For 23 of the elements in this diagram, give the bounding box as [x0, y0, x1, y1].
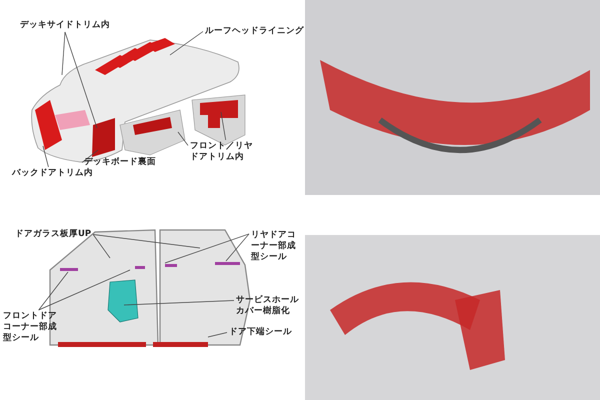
leader-line — [92, 234, 110, 258]
leader-line — [164, 234, 250, 264]
leader-line — [226, 234, 250, 262]
callout-label: ルーフヘッドライニング — [205, 26, 304, 37]
callout-label: ドアガラス板厚UP — [15, 229, 92, 240]
callout-label: フロントドアコーナー部成型シール — [3, 311, 62, 344]
leader-line — [208, 332, 228, 338]
callout-label: リヤドアコーナー部成型シール — [251, 230, 302, 263]
callout-label: デッキボード裏面 — [84, 157, 156, 168]
leader-line — [38, 272, 68, 310]
callout-label: バックドアトリム内 — [12, 168, 93, 179]
leader-line — [170, 31, 204, 56]
callout-label: サービスホールカバー樹脂化 — [236, 295, 308, 317]
leader-line — [82, 150, 98, 163]
callout-label: ドア下端シール — [229, 327, 292, 338]
leader-line — [62, 32, 66, 76]
callout-label: デッキサイドトリム内 — [20, 20, 110, 31]
leader-line — [64, 32, 98, 128]
leader-line — [42, 146, 49, 168]
leader-line — [178, 132, 188, 146]
callout-label: フロント／リヤドアトリム内 — [190, 141, 262, 163]
leader-line — [38, 270, 130, 310]
leader-line — [92, 234, 200, 248]
